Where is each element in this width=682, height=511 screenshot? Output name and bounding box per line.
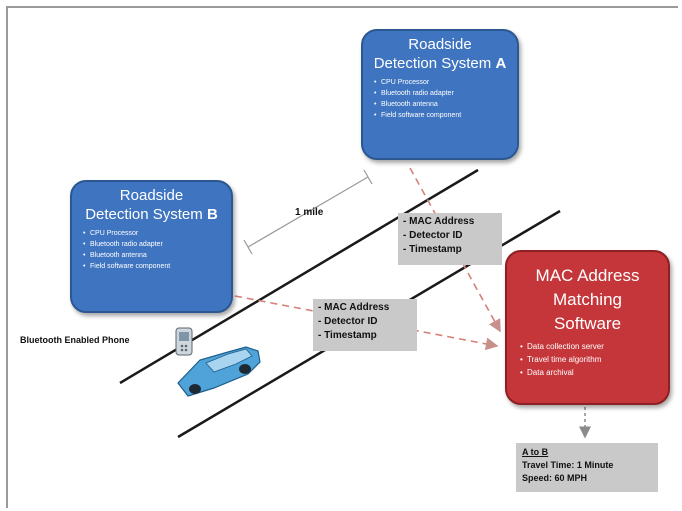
- message-a-detector: Detector ID: [403, 229, 497, 243]
- message-b-detector: Detector ID: [318, 315, 412, 329]
- message-box-b: MAC Address Detector ID Timestamp: [313, 299, 417, 351]
- list-item: Bluetooth radio adapter: [83, 239, 225, 250]
- list-item: CPU Processor: [83, 228, 225, 239]
- result-travel-time: Travel Time: 1 Minute: [522, 460, 614, 470]
- detection-system-b-components: CPU Processor Bluetooth radio adapter Bl…: [78, 228, 225, 272]
- mac-matching-software-title: MAC Address Matching Software: [535, 266, 640, 333]
- distance-label: 1 mile: [295, 207, 324, 218]
- figure-frame: [6, 6, 678, 508]
- list-item: Bluetooth antenna: [374, 99, 511, 110]
- message-a-mac: MAC Address: [403, 215, 497, 229]
- detection-system-a: Roadside Detection System A CPU Processo…: [361, 29, 519, 160]
- car-icon: [177, 346, 261, 397]
- message-b-mac: MAC Address: [318, 301, 412, 315]
- mac-matching-software: MAC Address Matching Software Data colle…: [505, 250, 670, 405]
- list-item: Bluetooth radio adapter: [374, 88, 511, 99]
- travel-time-result: A to B Travel Time: 1 Minute Speed: 60 M…: [516, 443, 658, 492]
- list-item: Field software component: [83, 261, 225, 272]
- mac-matching-software-components: Data collection server Travel time algor…: [515, 340, 660, 379]
- detection-system-a-title: Roadside Detection System A: [373, 36, 507, 72]
- message-b-timestamp: Timestamp: [318, 329, 412, 343]
- phone-label: Bluetooth Enabled Phone: [20, 335, 130, 345]
- detection-system-b-title: Roadside Detection System B: [85, 187, 218, 223]
- list-item: Field software component: [374, 110, 511, 121]
- list-item: Data archival: [520, 366, 660, 379]
- detection-system-b: Roadside Detection System B CPU Processo…: [70, 180, 233, 313]
- phone-icon: [175, 327, 193, 356]
- list-item: Travel time algorithm: [520, 353, 660, 366]
- message-a-timestamp: Timestamp: [403, 243, 497, 257]
- list-item: Data collection server: [520, 340, 660, 353]
- result-speed: Speed: 60 MPH: [522, 473, 588, 483]
- result-heading: A to B: [522, 447, 549, 457]
- detection-system-a-components: CPU Processor Bluetooth radio adapter Bl…: [369, 77, 511, 121]
- list-item: Bluetooth antenna: [83, 250, 225, 261]
- list-item: CPU Processor: [374, 77, 511, 88]
- distance-line: [247, 176, 369, 248]
- message-box-a: MAC Address Detector ID Timestamp: [398, 213, 502, 265]
